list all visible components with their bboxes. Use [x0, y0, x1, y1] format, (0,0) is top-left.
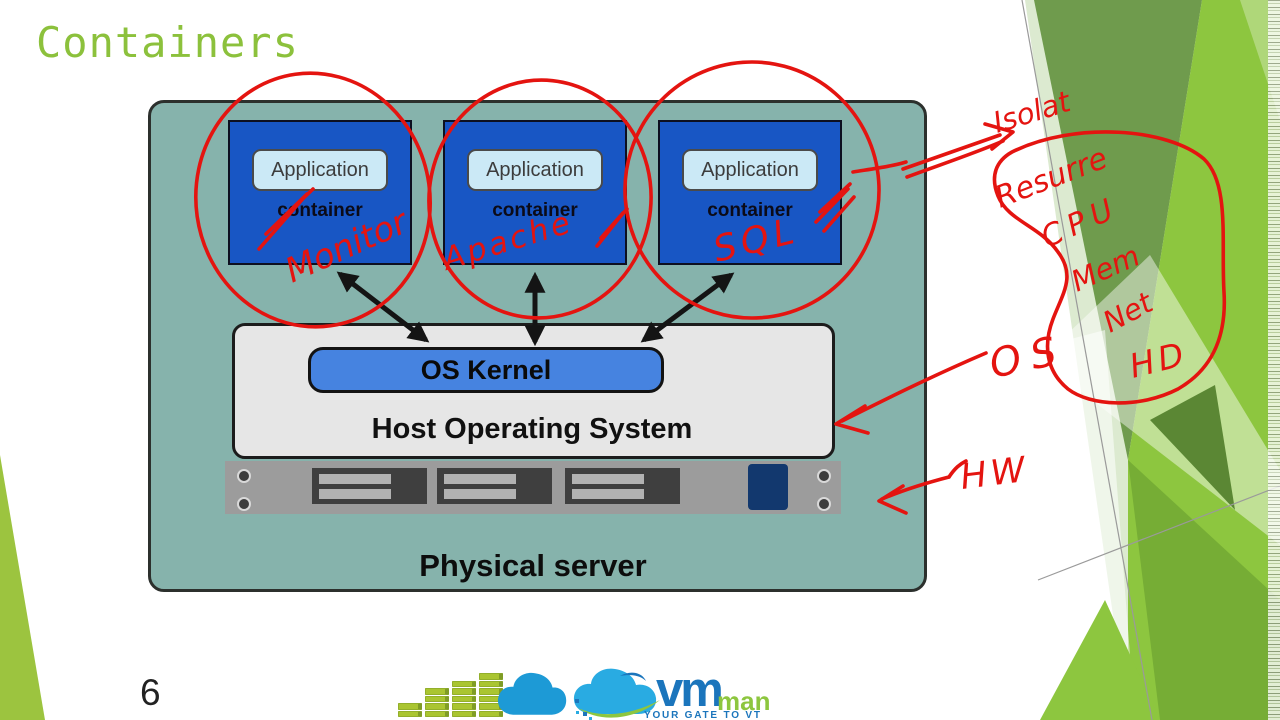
- screw-icon: [817, 469, 831, 483]
- decor-thin-line-steep: [1021, 0, 1153, 720]
- host-os-label: Host Operating System: [371, 413, 693, 445]
- container-box-1: Application container: [228, 120, 412, 265]
- server-rack: [225, 461, 841, 514]
- handwriting-hw: HW: [958, 450, 1031, 498]
- drive-bay: [565, 468, 680, 504]
- container-label: container: [277, 200, 363, 221]
- logo-tagline: YOUR GATE TO VT: [644, 710, 762, 720]
- os-kernel-box: OS Kernel: [308, 347, 664, 393]
- handwriting-cpu: CPU: [1036, 190, 1125, 255]
- application-box: Application: [252, 149, 388, 191]
- page-title: Containers: [36, 18, 299, 67]
- container-box-2: Application container: [443, 120, 627, 265]
- cloud-icon: [497, 672, 567, 715]
- handwriting-net: Net: [1097, 284, 1159, 339]
- drive-slot: [572, 474, 644, 484]
- decor-dark-tri: [1150, 385, 1235, 510]
- application-box: Application: [682, 149, 818, 191]
- container-label: container: [707, 200, 793, 221]
- drive-slot: [319, 474, 391, 484]
- block-column: [398, 703, 422, 717]
- handwriting-mem: Mem: [1066, 238, 1145, 298]
- decor-pale-base: [1025, 0, 1280, 720]
- physical-server-label: Physical server: [419, 548, 647, 583]
- decor-dark-wedge: [1034, 0, 1202, 460]
- logo-vm-text: vm: [656, 663, 724, 717]
- container-box-3: Application container: [658, 120, 842, 265]
- decor-bottom-left-wedge: [0, 455, 45, 720]
- drive-slot: [444, 474, 516, 484]
- drive-slot: [572, 489, 644, 499]
- decor-thin-line-shallow: [1037, 485, 1280, 581]
- page-number: 6: [140, 672, 161, 713]
- block-column: [425, 688, 449, 717]
- stacked-blocks-logo: [398, 671, 503, 717]
- screw-icon: [817, 497, 831, 511]
- ink-hw-hook: [947, 459, 968, 479]
- screw-icon: [237, 469, 251, 483]
- drive-bay: [437, 468, 552, 504]
- handwriting-resource: Resurre: [990, 141, 1112, 216]
- decor-bottom-wedge: [1040, 600, 1160, 720]
- drive-slot: [319, 489, 391, 499]
- decor-bright-right: [1128, 0, 1280, 720]
- handwriting-isolat: Isolat: [989, 84, 1076, 140]
- container-label: container: [492, 200, 578, 221]
- application-box: Application: [467, 149, 603, 191]
- ink-double-arrow-head: [983, 122, 1015, 151]
- block-column: [452, 680, 476, 717]
- screw-icon: [237, 497, 251, 511]
- decor-mid-band: [1128, 460, 1280, 720]
- ink-resource-blob: [992, 130, 1227, 405]
- video-artifact-strip: [1268, 0, 1280, 720]
- power-module: [748, 464, 788, 510]
- handwriting-os: OS: [986, 327, 1071, 388]
- decor-light-edge: [1048, 330, 1135, 720]
- drive-bay: [312, 468, 427, 504]
- drive-slot: [444, 489, 516, 499]
- vmman-cloud-icon: [573, 668, 660, 720]
- logo-man-text: man: [717, 686, 771, 716]
- handwriting-hd: HD: [1126, 334, 1192, 386]
- decor-light-band: [1040, 255, 1280, 545]
